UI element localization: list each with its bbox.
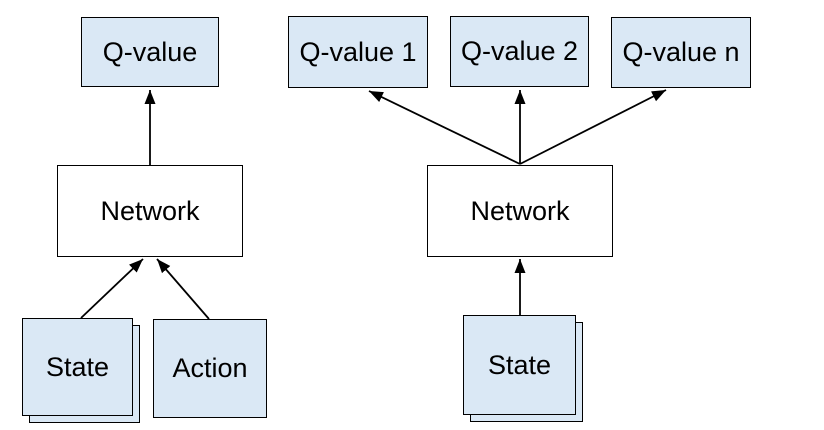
arrow-right-network-to-q-value-1	[368, 90, 521, 165]
arrow-right-network-to-q-value-n	[519, 89, 667, 165]
node-q-value: Q-value	[81, 17, 219, 87]
arrow-action-to-left-network	[156, 258, 210, 320]
node-q-value-1: Q-value 1	[288, 16, 428, 88]
arrow-state-to-left-network	[80, 258, 144, 319]
node-state-left-stack: State	[22, 318, 140, 423]
node-q-value-2: Q-value 2	[450, 16, 589, 87]
node-network-right: Network	[427, 165, 613, 257]
node-network-left: Network	[57, 165, 243, 257]
node-state-right-stack: State	[463, 315, 583, 422]
node-state-left: State	[22, 318, 133, 416]
node-q-value-n: Q-value n	[611, 17, 751, 88]
node-action: Action	[153, 319, 267, 418]
node-state-right: State	[463, 315, 576, 415]
